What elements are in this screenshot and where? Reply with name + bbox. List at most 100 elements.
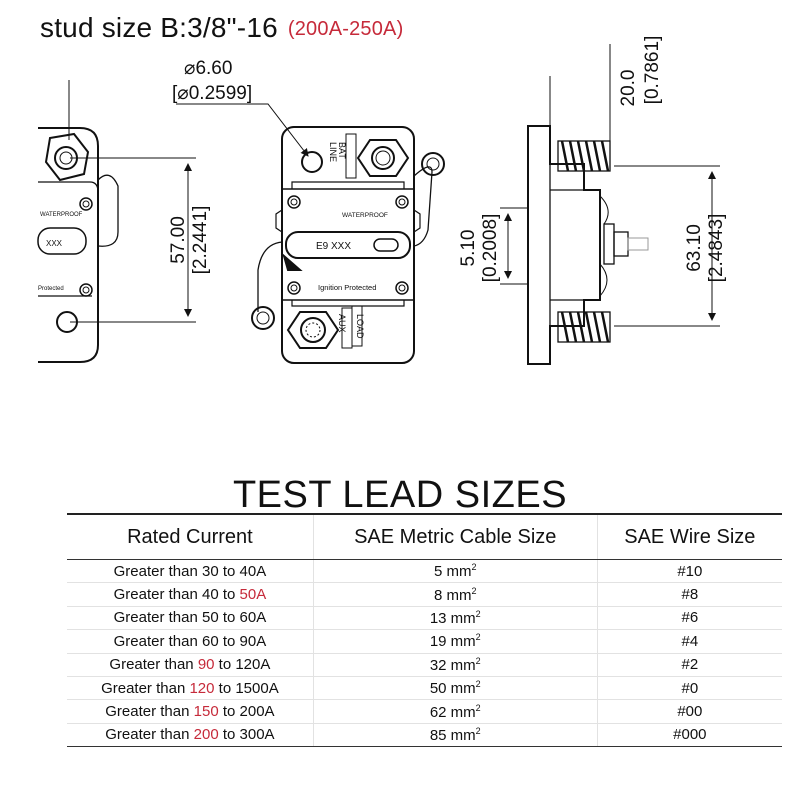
metric-cable-cell: 62 mm2 [312, 699, 598, 724]
dim-510-mm: 5.10 [458, 230, 479, 267]
rated-current-pre: Greater than 30 to 40A [113, 562, 267, 580]
rated-current-pre: Greater than [109, 656, 198, 674]
stud-size-heading: stud size B:3/8"-16 (200A-250A) [40, 12, 403, 44]
stud-size-value: B:3/8"-16 [160, 12, 278, 43]
rated-current-cell: Greater than 120 to 1500A [67, 676, 314, 701]
table-header-row: Rated Current SAE Metric Cable Size SAE … [67, 513, 782, 560]
left-partial-view [37, 80, 119, 363]
wire-size-cell: #000 [596, 723, 782, 748]
metric-cable-value: 32 mm [429, 656, 476, 674]
rated-current-pre: Greater than 40 to [113, 586, 240, 604]
metric-cable-value: 5 mm [433, 563, 472, 581]
dim-height-57 [70, 157, 196, 323]
metric-cable-exponent: 2 [475, 632, 481, 643]
rated-current-cell: Greater than 40 to 50A [67, 582, 314, 607]
rated-current-highlight: 50A [239, 586, 267, 604]
metric-cable-exponent: 2 [475, 725, 481, 736]
rated-current-cell: Greater than 200 to 300A [67, 723, 314, 748]
metric-cable-value: 13 mm [429, 609, 476, 627]
stud-size-prefix: stud size [40, 12, 153, 43]
metric-cable-value: 8 mm [433, 586, 472, 604]
rated-current-cell: Greater than 90 to 120A [67, 653, 314, 677]
rated-current-post: to 200A [218, 703, 275, 721]
header-wire-size: SAE Wire Size [596, 513, 782, 560]
test-lead-table: Rated Current SAE Metric Cable Size SAE … [67, 513, 782, 748]
metric-cable-cell: 50 mm2 [312, 676, 598, 701]
metric-cable-value: 19 mm [429, 633, 476, 651]
hole-dia-mm: ⌀6.60 [184, 58, 232, 79]
dim-total-6310 [614, 165, 720, 327]
metric-cable-exponent: 2 [475, 608, 481, 619]
wire-size-cell: #8 [596, 582, 782, 607]
front-model-text: E9 XXX [316, 241, 351, 252]
line-label: LINE [328, 142, 338, 162]
dim-510-in: [0.2008] [480, 214, 501, 283]
rated-current-highlight: 150 [193, 703, 219, 721]
metric-cable-cell: 8 mm2 [312, 582, 598, 607]
rated-current-cell: Greater than 150 to 200A [67, 699, 314, 724]
rated-current-pre: Greater than [105, 703, 194, 721]
hole-dia-in: [⌀0.2599] [172, 83, 252, 104]
rated-current-post: to 300A [218, 726, 275, 744]
metric-cable-cell: 32 mm2 [312, 653, 598, 677]
metric-cable-cell: 85 mm2 [312, 723, 598, 748]
wire-size-cell: #6 [596, 606, 782, 631]
header-metric-cable: SAE Metric Cable Size [312, 513, 598, 560]
rated-current-cell: Greater than 30 to 40A [67, 559, 314, 584]
rated-current-highlight: 90 [197, 656, 215, 674]
metric-cable-value: 85 mm [429, 726, 476, 744]
wire-size-cell: #0 [596, 676, 782, 701]
breaker-side-view [527, 125, 649, 365]
amp-range: (200A-250A) [287, 18, 404, 40]
metric-cable-exponent: 2 [475, 702, 481, 713]
metric-cable-value: 50 mm [429, 680, 476, 698]
wire-size-cell: #10 [596, 559, 782, 584]
rated-current-cell: Greater than 60 to 90A [67, 629, 314, 654]
metric-cable-exponent: 2 [475, 679, 481, 690]
rated-current-post: to 120A [214, 656, 271, 674]
rated-current-pre: Greater than [101, 679, 190, 697]
left-waterproof-text: WATERPROOF [40, 212, 83, 218]
table-title: TEST LEAD SIZES [232, 474, 568, 516]
header-rated-current: Rated Current [67, 513, 314, 560]
metric-cable-exponent: 2 [471, 585, 477, 596]
metric-cable-cell: 13 mm2 [312, 606, 598, 631]
rated-current-pre: Greater than 50 to 60A [113, 609, 267, 627]
dim-57-in: [2.2441] [190, 206, 211, 275]
rated-current-pre: Greater than 60 to 90A [113, 632, 267, 650]
metric-cable-cell: 5 mm2 [312, 559, 598, 584]
dim-20-mm: 20.0 [618, 70, 639, 107]
rated-current-pre: Greater than [105, 726, 194, 744]
dim-6310-mm: 63.10 [684, 224, 705, 272]
breaker-front-view [251, 126, 445, 364]
front-ignition-text: Ignition Protected [318, 283, 376, 292]
load-label: LOAD [355, 314, 365, 339]
dim-6310-in: [2.4843] [706, 214, 727, 283]
metric-cable-exponent: 2 [471, 562, 477, 573]
rated-current-highlight: 120 [189, 679, 215, 697]
wire-size-cell: #2 [596, 653, 782, 677]
left-ignition-text: Protected [38, 286, 64, 292]
metric-cable-cell: 19 mm2 [312, 629, 598, 654]
left-model-text: XXX [46, 239, 63, 248]
rated-current-cell: Greater than 50 to 60A [67, 606, 314, 631]
dim-57-mm: 57.00 [168, 216, 189, 264]
metric-cable-value: 62 mm [429, 703, 476, 721]
dim-20-in: [0.7861] [642, 36, 663, 105]
hole-leader [176, 103, 309, 157]
dim-stud-20 [549, 44, 611, 141]
breaker-drawing: WATERPROOF XXX Protected 57.00 [2.2441] [37, 36, 727, 365]
metric-cable-exponent: 2 [475, 655, 481, 666]
wire-size-cell: #00 [596, 699, 782, 724]
wire-size-cell: #4 [596, 629, 782, 654]
dim-thickness-510 [500, 207, 528, 285]
rated-current-post: to 1500A [214, 679, 279, 697]
